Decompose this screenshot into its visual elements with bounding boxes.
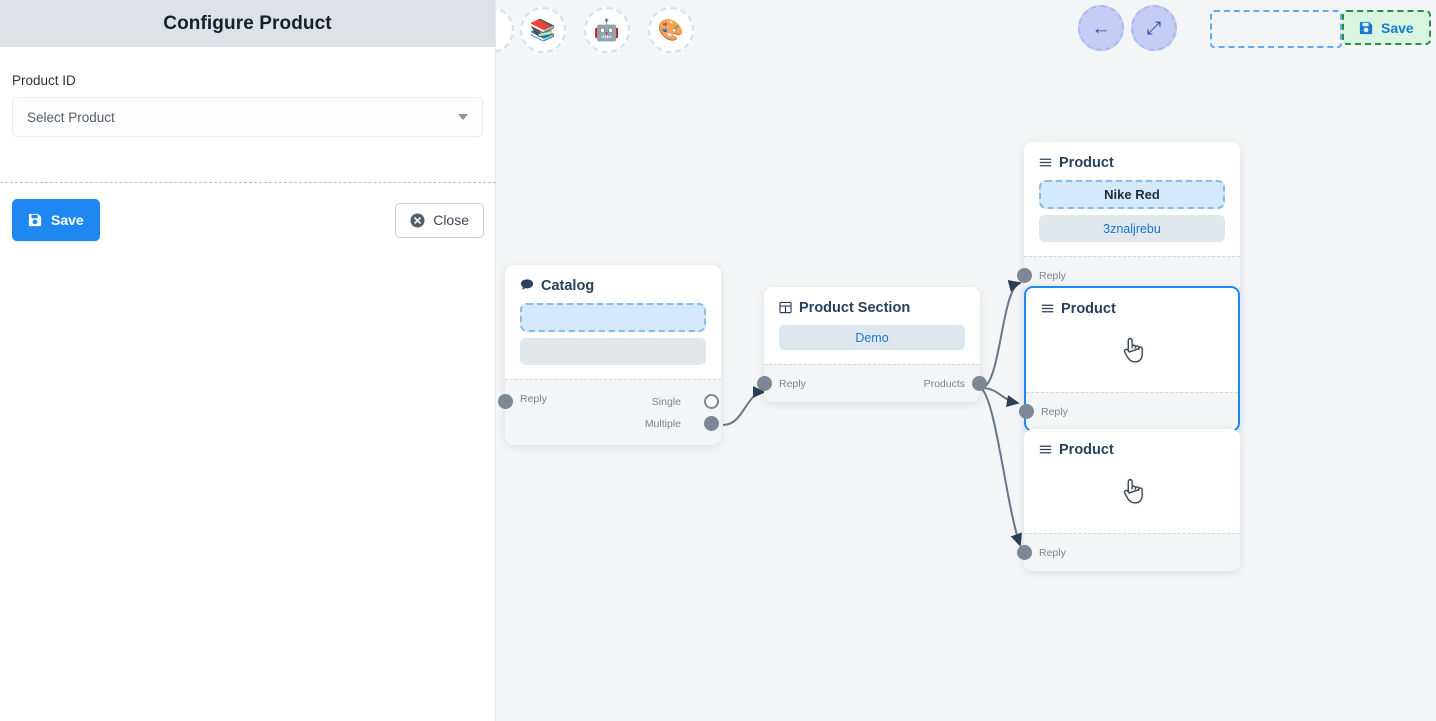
close-button-label: Close bbox=[433, 212, 469, 228]
save-button-label: Save bbox=[51, 212, 84, 228]
node-catalog-ports: Reply Single Multiple bbox=[498, 379, 721, 445]
product-1-selected-item[interactable]: Nike Red bbox=[1039, 180, 1225, 209]
product-id-label: Product ID bbox=[12, 73, 76, 88]
node-product-2-title: Product bbox=[1061, 301, 1116, 317]
product-id-select[interactable]: Select Product bbox=[12, 97, 483, 137]
toolbar-button-theme[interactable]: 🎨 bbox=[648, 7, 694, 53]
catalog-placeholder-gray[interactable] bbox=[520, 338, 706, 365]
node-product-section[interactable]: Product Section Demo Reply Products bbox=[757, 287, 987, 402]
x-circle-icon bbox=[410, 212, 425, 228]
node-catalog-content bbox=[505, 303, 721, 379]
node-product-section-content: Demo bbox=[764, 325, 980, 364]
node-product-2-content bbox=[1026, 326, 1238, 392]
palette-icon: 🎨 bbox=[657, 18, 685, 42]
save-button[interactable]: Save bbox=[12, 199, 100, 241]
catalog-out-ports: Single Multiple bbox=[644, 394, 719, 431]
node-product-1-header: Product bbox=[1024, 142, 1240, 180]
close-button[interactable]: Close bbox=[395, 202, 484, 238]
table-grid-icon bbox=[779, 301, 792, 316]
port-label-products: Products bbox=[923, 377, 965, 390]
node-product-2[interactable]: Product Reply bbox=[1019, 286, 1240, 432]
toolbar-button-back[interactable]: ← bbox=[1078, 5, 1124, 51]
toolbar-empty-slot[interactable] bbox=[1210, 10, 1342, 48]
catalog-port-multiple-row: Multiple bbox=[644, 416, 719, 431]
port-catalog-reply[interactable] bbox=[498, 394, 513, 409]
pointing-hand-cursor-icon bbox=[1120, 477, 1144, 510]
port-catalog-single[interactable] bbox=[704, 394, 719, 409]
page-title: Configure Product bbox=[163, 12, 332, 34]
port-label-reply: Reply bbox=[1039, 269, 1066, 282]
configure-product-panel: Configure Product Product ID Select Prod… bbox=[0, 0, 496, 721]
node-product-1[interactable]: Product Nike Red 3znaljrebu Reply bbox=[1017, 142, 1240, 294]
port-product-section-reply[interactable] bbox=[757, 376, 772, 391]
node-product-section-ports: Reply Products bbox=[757, 364, 987, 402]
port-product-3-reply[interactable] bbox=[1017, 545, 1032, 560]
node-product-3-ports: Reply bbox=[1017, 533, 1240, 571]
node-product-3[interactable]: Product Reply bbox=[1017, 429, 1240, 571]
canvas-save-label: Save bbox=[1381, 19, 1414, 36]
catalog-placeholder-dashed[interactable] bbox=[520, 303, 706, 332]
port-label-multiple: Multiple bbox=[644, 417, 681, 430]
node-product-1-content: Nike Red 3znaljrebu bbox=[1024, 180, 1240, 256]
panel-divider bbox=[0, 182, 496, 183]
product-1-secondary-item[interactable]: 3znaljrebu bbox=[1039, 215, 1225, 242]
panel-actions: Save Close bbox=[0, 199, 496, 241]
floppy-disk-icon bbox=[1359, 21, 1373, 35]
robot-icon: 🤖 bbox=[593, 18, 621, 42]
floppy-disk-icon bbox=[28, 213, 42, 227]
toolbar-button-fit-view[interactable]: ⤢ bbox=[1131, 5, 1177, 51]
toolbar-button-publish[interactable]: 📚 bbox=[520, 7, 566, 53]
back-arrow-icon: ← bbox=[1091, 17, 1111, 39]
port-catalog-multiple[interactable] bbox=[704, 416, 719, 431]
list-lines-icon bbox=[1039, 443, 1052, 458]
node-product-3-title: Product bbox=[1059, 442, 1114, 458]
node-catalog-header: Catalog bbox=[505, 265, 721, 303]
publish-stack-icon: 📚 bbox=[529, 18, 557, 42]
port-label-reply: Reply bbox=[1039, 546, 1066, 559]
port-label-reply: Reply bbox=[520, 393, 547, 405]
node-product-section-header: Product Section bbox=[764, 287, 980, 325]
product-3-empty-area[interactable] bbox=[1039, 467, 1225, 519]
product-section-demo-button[interactable]: Demo bbox=[779, 325, 965, 350]
node-product-2-ports: Reply bbox=[1019, 392, 1238, 430]
select-placeholder: Select Product bbox=[27, 109, 115, 125]
node-product-section-title: Product Section bbox=[799, 300, 911, 316]
port-product-section-products[interactable] bbox=[972, 376, 987, 391]
product-2-empty-area[interactable] bbox=[1041, 326, 1223, 378]
fit-view-icon: ⤢ bbox=[1146, 18, 1162, 38]
port-label-single: Single bbox=[651, 395, 681, 408]
panel-header: Configure Product bbox=[0, 0, 495, 47]
node-product-3-content bbox=[1024, 467, 1240, 533]
port-label-reply: Reply bbox=[1041, 405, 1068, 418]
chat-bubble-icon bbox=[520, 278, 534, 294]
port-label-reply: Reply bbox=[779, 377, 806, 390]
node-product-1-title: Product bbox=[1059, 155, 1114, 171]
panel-body: Product ID Select Product bbox=[0, 47, 495, 137]
node-catalog-title: Catalog bbox=[541, 278, 595, 294]
toolbar-button-clipped[interactable] bbox=[496, 7, 514, 53]
list-lines-icon bbox=[1039, 156, 1052, 171]
node-product-2-header: Product bbox=[1026, 288, 1238, 326]
catalog-port-single-row: Single bbox=[651, 394, 719, 409]
chevron-down-icon bbox=[458, 114, 468, 120]
toolbar-button-bot[interactable]: 🤖 bbox=[584, 7, 630, 53]
node-catalog[interactable]: Catalog Reply Single Multiple bbox=[498, 265, 721, 445]
port-product-2-reply[interactable] bbox=[1019, 404, 1034, 419]
port-product-1-reply[interactable] bbox=[1017, 268, 1032, 283]
node-product-3-header: Product bbox=[1024, 429, 1240, 467]
pointing-hand-cursor-icon bbox=[1120, 336, 1144, 369]
canvas-save-button[interactable]: Save bbox=[1342, 10, 1431, 45]
flow-canvas[interactable]: 📚 🤖 🎨 ← ⤢ Save bbox=[496, 0, 1436, 721]
list-lines-icon bbox=[1041, 302, 1054, 317]
